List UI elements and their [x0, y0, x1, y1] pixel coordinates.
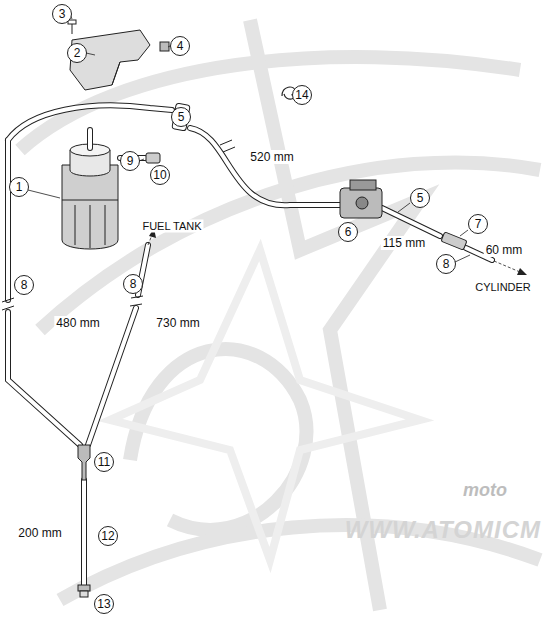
callout-number: 12	[98, 526, 118, 546]
dimension-label: 60 mm	[484, 243, 525, 257]
dimension-label: 730 mm	[154, 316, 201, 330]
hoses	[8, 105, 492, 585]
callout-number: 4	[170, 36, 190, 56]
callout-number: 8	[436, 254, 456, 274]
callout-number: 1	[9, 177, 29, 197]
callout-number: 7	[468, 214, 488, 234]
callout-number: 5	[171, 107, 191, 127]
watermark-text: moto	[463, 481, 507, 499]
watermark-star	[110, 250, 420, 560]
dimension-label: 520 mm	[248, 150, 295, 164]
callout-number: 3	[52, 4, 72, 24]
break-marks	[2, 140, 235, 310]
callout-number: 10	[150, 165, 170, 185]
callout-number: 2	[67, 43, 87, 63]
watermark-text: WWW.ATOMICM	[345, 518, 541, 542]
parts	[62, 20, 296, 249]
callout-number: 6	[338, 222, 358, 242]
direction-arrows	[148, 235, 520, 272]
callout-number: 5	[410, 188, 430, 208]
callout-number: 14	[292, 85, 312, 105]
dimension-label: 115 mm	[381, 236, 427, 250]
direction-label: CYLINDER	[473, 281, 533, 294]
callout-number: 13	[94, 594, 114, 614]
callout-number: 11	[94, 452, 114, 472]
callout-number: 8	[123, 274, 143, 294]
callout-number: 8	[14, 275, 34, 295]
direction-label: FUEL TANK	[140, 220, 203, 233]
dimension-label: 480 mm	[54, 316, 101, 330]
callout-number: 9	[120, 151, 140, 171]
leader-lines	[28, 14, 470, 262]
dimension-label: 200 mm	[16, 526, 63, 540]
